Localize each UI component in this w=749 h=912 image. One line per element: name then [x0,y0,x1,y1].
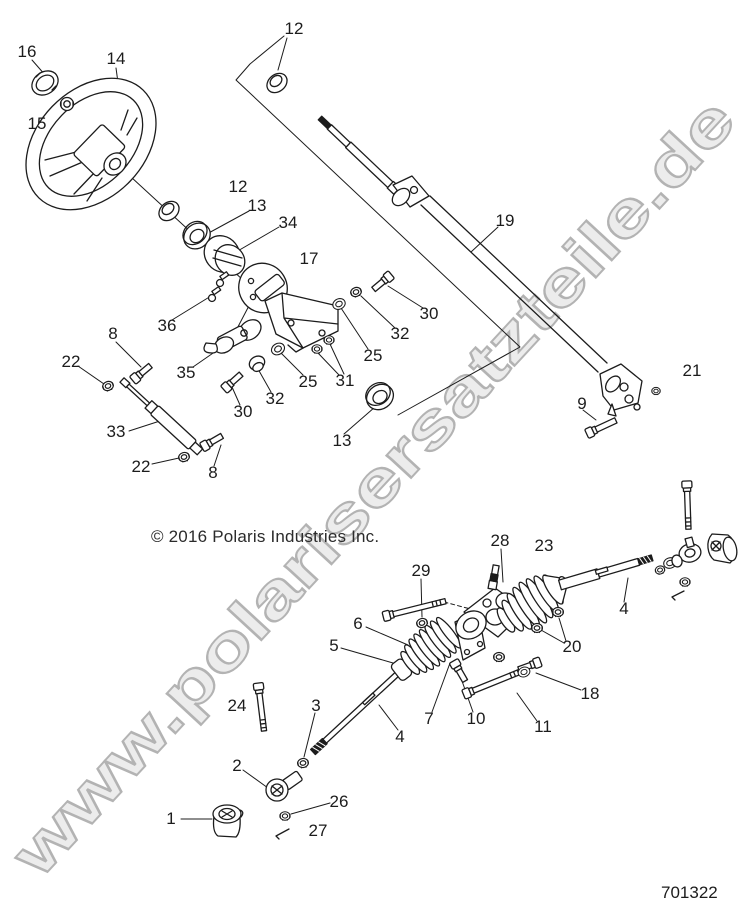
tie-rod-left [309,670,401,756]
nut-below-tre [679,577,691,587]
steering-shaft-19 [317,115,643,417]
bolt-top-right [681,480,695,530]
pin-right [671,590,685,601]
pin-27 [275,828,290,840]
bolt-8-lower [198,430,226,453]
bolt-10 [448,657,471,685]
part-number: 701322 [661,883,718,902]
tie-rod-right [557,554,654,591]
washer-12-column [158,200,180,222]
bolt-8-upper [128,361,155,385]
steering-wheel [25,77,157,211]
bearing-13-column [182,220,211,250]
nut-31b [323,335,335,345]
nut-20c [493,651,505,663]
washer-12-upper-shaft [266,72,288,94]
bearing-13-lower [365,381,395,411]
nut-31a [311,344,323,354]
screws-36 [207,271,230,303]
nut-3 [296,757,310,769]
nut-20b [531,622,543,634]
tie-rod-end-2 [265,770,303,802]
bolt-11 [460,665,526,700]
washer-25-mid [268,340,288,358]
nut-22-lower [177,450,191,464]
bolt-9 [583,415,619,440]
bushing-32-mid [248,355,266,373]
horn-cap [31,70,59,96]
nut-22-upper [100,379,116,393]
watermark-text: www.polarisersatzteile.de [0,85,749,890]
wheel-nut [59,96,75,112]
nut-21-area [651,386,661,396]
bolt-30-lower [219,369,246,395]
damper-33 [119,377,204,456]
cap-right [707,533,738,564]
bolt-24 [252,681,270,733]
nut-20a [552,606,564,618]
bushing-1 [212,804,244,838]
bolt-30-upper [369,270,396,294]
u-joint-35 [203,319,262,354]
copyright-text: © 2016 Polaris Industries Inc. [151,527,380,546]
bracket-17 [238,262,339,353]
tie-rod-end-right [671,536,702,568]
gear-housing-23 [455,564,570,640]
nut-26 [279,811,291,821]
nut-right-tr [653,564,667,576]
flange-34 [203,235,246,276]
